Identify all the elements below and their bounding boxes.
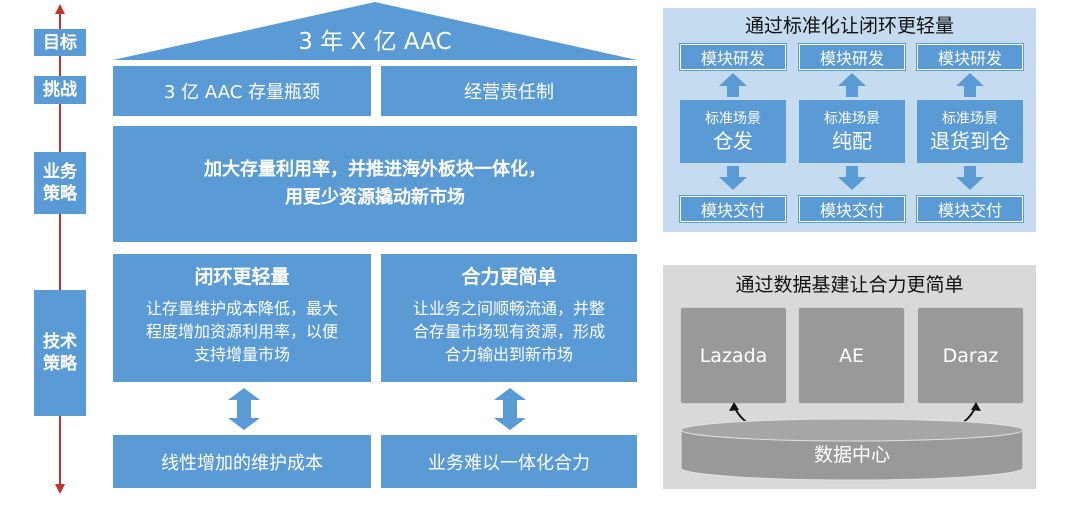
tech-block-line: 支持增量市场 (193, 345, 290, 364)
tech-block-line: 让存量维护成本降低，最大 (145, 299, 338, 318)
double-arrow-icon (494, 388, 526, 430)
up-arrow-icon (838, 73, 866, 97)
tech-block-title: 闭环更轻量 (194, 266, 290, 288)
tech-block-line: 合存量市场现有资源，形成 (412, 322, 605, 341)
challenge-stock-bottleneck: 3 亿 AAC 存量瓶颈 (113, 66, 371, 116)
issue-hard-to-integrate: 业务难以一体化合力 (381, 435, 637, 488)
goal-roof (113, 2, 637, 60)
axis-label-business-strategy: 业务 策略 (34, 152, 86, 214)
loop-panel-title: 通过标准化让闭环更轻量 (744, 14, 954, 37)
tech-block-lighter-loop: 闭环更轻量 让存量维护成本降低，最大 程度增加资源利用率，以便 支持增量市场 (113, 254, 371, 382)
business-strategy-line1: 加大存量利用率，并推进海外板块一体化， (204, 159, 546, 180)
data-panel-title: 通过数据基建让合力更简单 (735, 273, 964, 296)
business-strategy-line2: 用更少资源撬动新市场 (285, 187, 465, 208)
tech-block-simpler-synergy: 合力更简单 让业务之间顺畅流通，并整 合存量市场现有资源，形成 合力输出到新市场 (381, 254, 637, 382)
double-arrow-icon (228, 388, 260, 430)
up-arrow-icon (719, 73, 747, 97)
axis-label-challenge: 挑战 (34, 76, 86, 104)
axis-label-tech-strategy: 技术 策略 (34, 290, 86, 416)
module-delivery-box: 模块交付 (917, 196, 1023, 222)
up-arrow-icon (956, 73, 984, 97)
tech-block-line: 让业务之间顺畅流通，并整 (412, 299, 605, 318)
tech-block-line: 合力输出到新市场 (444, 345, 573, 364)
module-dev-box: 模块研发 (917, 44, 1023, 70)
module-delivery-box: 模块交付 (799, 196, 905, 222)
business-strategy-block: 加大存量利用率，并推进海外板块一体化， 用更少资源撬动新市场 (113, 126, 637, 242)
data-center-cylinder (680, 418, 1024, 481)
module-dev-box: 模块研发 (799, 44, 905, 70)
challenge-accountability: 经营责任制 (381, 66, 637, 116)
tech-block-title: 合力更简单 (461, 266, 557, 288)
down-arrow-icon (956, 166, 984, 190)
tech-block-line: 程度增加资源利用率，以便 (145, 322, 338, 341)
goal-text: 3 年 X 亿 AAC (298, 29, 452, 55)
data-center-label: 数据中心 (813, 443, 890, 466)
scene-box-pure-delivery: 标准场景 纯配 (799, 100, 905, 163)
module-dev-box: 模块研发 (680, 44, 786, 70)
market-box-daraz: Daraz (917, 307, 1024, 404)
scene-box-warehouse: 标准场景 仓发 (680, 100, 786, 163)
scene-box-return: 标准场景 退货到仓 (917, 100, 1023, 163)
module-delivery-box: 模块交付 (680, 196, 786, 222)
market-box-lazada: Lazada (680, 307, 787, 404)
axis-label-goal: 目标 (34, 29, 86, 56)
down-arrow-icon (719, 166, 747, 190)
market-box-ae: AE (798, 307, 905, 404)
issue-maintenance-cost: 线性增加的维护成本 (113, 435, 371, 488)
down-arrow-icon (838, 166, 866, 190)
